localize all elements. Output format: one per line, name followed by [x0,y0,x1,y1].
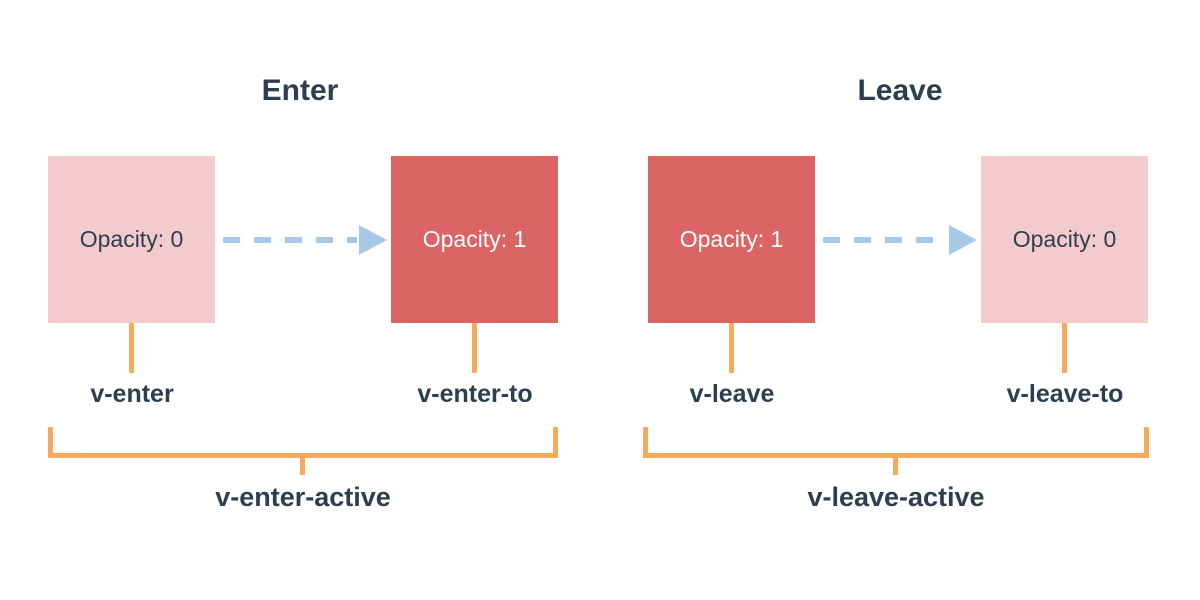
leave-end-box: Opacity: 0 [981,156,1148,323]
enter-end-box-label: Opacity: 1 [422,226,527,252]
enter-transition-arrow-icon [223,225,387,255]
enter-end-box: Opacity: 1 [391,156,558,323]
leave-end-connector-line [1062,323,1067,373]
leave-start-box: Opacity: 1 [648,156,815,323]
enter-start-box: Opacity: 0 [48,156,215,323]
enter-end-connector-line [472,323,477,373]
enter-start-connector-line [129,323,134,373]
arrow-dashed-line [823,237,947,243]
enter-to-class-label: v-enter-to [417,380,533,408]
leave-start-connector-line [729,323,734,373]
leave-panel-title: Leave [857,74,943,107]
enter-panel: Enter Opacity: 0 Opacity: 1 v-enter v-en… [48,74,558,512]
enter-active-bracket-tick [300,457,305,475]
leave-active-bracket [643,427,1149,458]
leave-end-box-label: Opacity: 0 [1012,226,1117,252]
enter-active-class-label: v-enter-active [215,482,391,512]
leave-active-class-label: v-leave-active [807,482,985,512]
enter-panel-title: Enter [261,74,339,107]
enter-start-box-label: Opacity: 0 [79,226,184,252]
leave-from-class-label: v-leave [689,380,775,408]
leave-active-bracket-tick [893,457,898,475]
arrow-head-icon [949,225,977,255]
leave-panel: Leave Opacity: 1 Opacity: 0 v-leave v-le… [600,0,1200,600]
arrow-dashed-line [223,237,357,243]
enter-from-class-label: v-enter [90,380,174,408]
arrow-head-icon [359,225,387,255]
leave-transition-arrow-icon [823,225,977,255]
leave-to-class-label: v-leave-to [1006,380,1124,408]
leave-start-box-label: Opacity: 1 [679,226,784,252]
enter-active-bracket [48,427,558,458]
